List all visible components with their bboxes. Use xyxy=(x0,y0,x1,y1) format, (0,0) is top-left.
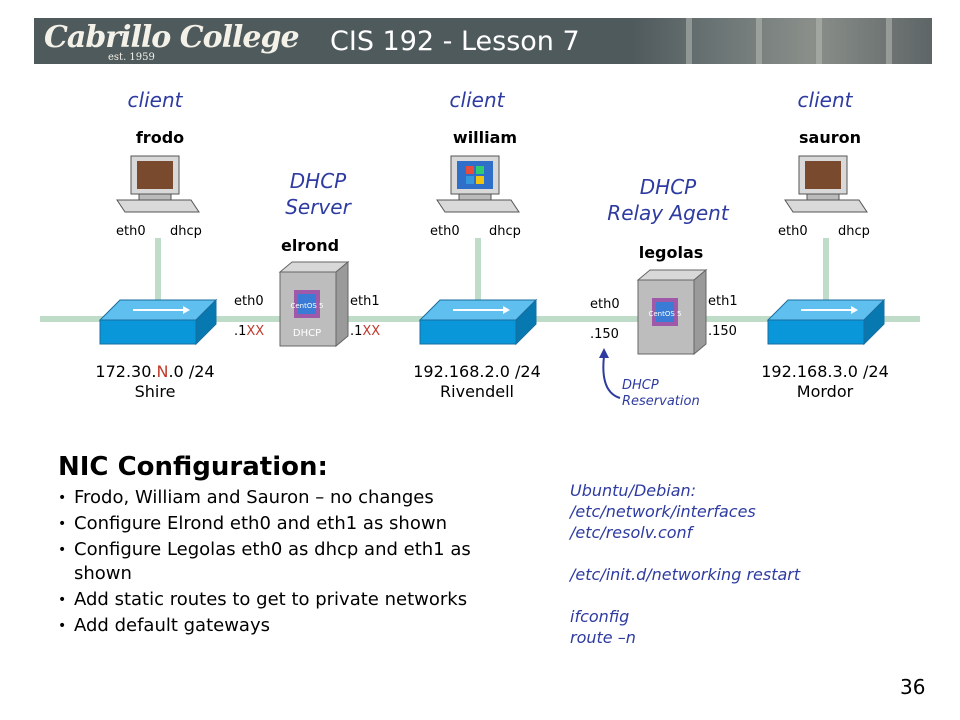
college-logo: Cabrillo College xyxy=(44,20,300,55)
nic-config-heading: NIC Configuration: xyxy=(58,452,328,482)
reservation-arrow-icon xyxy=(599,348,621,399)
elrond-server-icon: CentOS 5 DHCP xyxy=(278,260,350,348)
rivendell-switch-icon xyxy=(418,298,538,346)
legolas-eth1-ip: .150 xyxy=(708,324,737,339)
elrond-os-label: CentOS 5 xyxy=(290,302,323,310)
sauron-hostname: sauron xyxy=(799,128,861,147)
sauron-role: client xyxy=(797,88,853,112)
slide-title: CIS 192 - Lesson 7 xyxy=(330,26,580,57)
nic-config-list: Frodo, William and Sauron – no changes C… xyxy=(58,486,528,640)
photo-column xyxy=(756,18,762,64)
frodo-computer-icon xyxy=(116,155,200,213)
elrond-hostname: elrond xyxy=(280,236,340,255)
sauron-cable xyxy=(823,238,829,308)
legolas-eth1: eth1 xyxy=(708,294,738,309)
william-hostname: william xyxy=(452,128,518,147)
william-mode: dhcp xyxy=(489,224,521,239)
legolas-hostname: legolas xyxy=(638,243,704,262)
list-item: Add default gateways xyxy=(58,614,528,638)
shire-network-label: 172.30.N.0 /24 Shire xyxy=(95,362,215,401)
elrond-eth0: eth0 xyxy=(234,294,264,309)
frodo-iface: eth0 xyxy=(116,224,146,239)
logo-est: est. 1959 xyxy=(108,52,155,63)
frodo-role: client xyxy=(127,88,183,112)
elrond-dhcp-badge: DHCP xyxy=(293,328,321,339)
mordor-network-label: 192.168.3.0 /24 Mordor xyxy=(761,362,889,401)
list-item: Configure Elrond eth0 and eth1 as shown xyxy=(58,512,528,536)
photo-column xyxy=(686,18,692,64)
photo-column xyxy=(886,18,892,64)
legolas-os-label: CentOS 5 xyxy=(648,310,681,318)
sauron-computer-icon xyxy=(784,155,868,213)
william-iface: eth0 xyxy=(430,224,460,239)
page-number: 36 xyxy=(900,675,926,699)
legolas-eth0: eth0 xyxy=(590,297,620,312)
frodo-mode: dhcp xyxy=(170,224,202,239)
rivendell-network-label: 192.168.2.0 /24 Rivendell xyxy=(413,362,541,401)
campus-photo xyxy=(632,18,932,64)
sauron-mode: dhcp xyxy=(838,224,870,239)
list-item: Configure Legolas eth0 as dhcp and eth1 … xyxy=(58,538,528,586)
config-commands: Ubuntu/Debian: /etc/network/interfaces /… xyxy=(570,481,801,647)
list-item: Add static routes to get to private netw… xyxy=(58,588,528,612)
frodo-hostname: frodo xyxy=(135,128,185,147)
william-cable xyxy=(475,238,481,308)
mordor-switch-icon xyxy=(766,298,886,346)
frodo-cable xyxy=(155,238,161,308)
elrond-eth1-ip: .1XX xyxy=(350,324,381,339)
william-role: client xyxy=(449,88,505,112)
legolas-eth0-ip: .150 xyxy=(590,327,619,342)
header-banner xyxy=(34,18,932,64)
shire-switch-icon xyxy=(98,298,218,346)
elrond-eth1: eth1 xyxy=(350,294,380,309)
list-item: Frodo, William and Sauron – no changes xyxy=(58,486,528,510)
william-computer-icon xyxy=(436,155,520,213)
photo-column xyxy=(816,18,822,64)
sauron-iface: eth0 xyxy=(778,224,808,239)
elrond-eth0-ip: .1XX xyxy=(234,324,265,339)
legolas-server-icon: CentOS 5 xyxy=(636,268,708,356)
